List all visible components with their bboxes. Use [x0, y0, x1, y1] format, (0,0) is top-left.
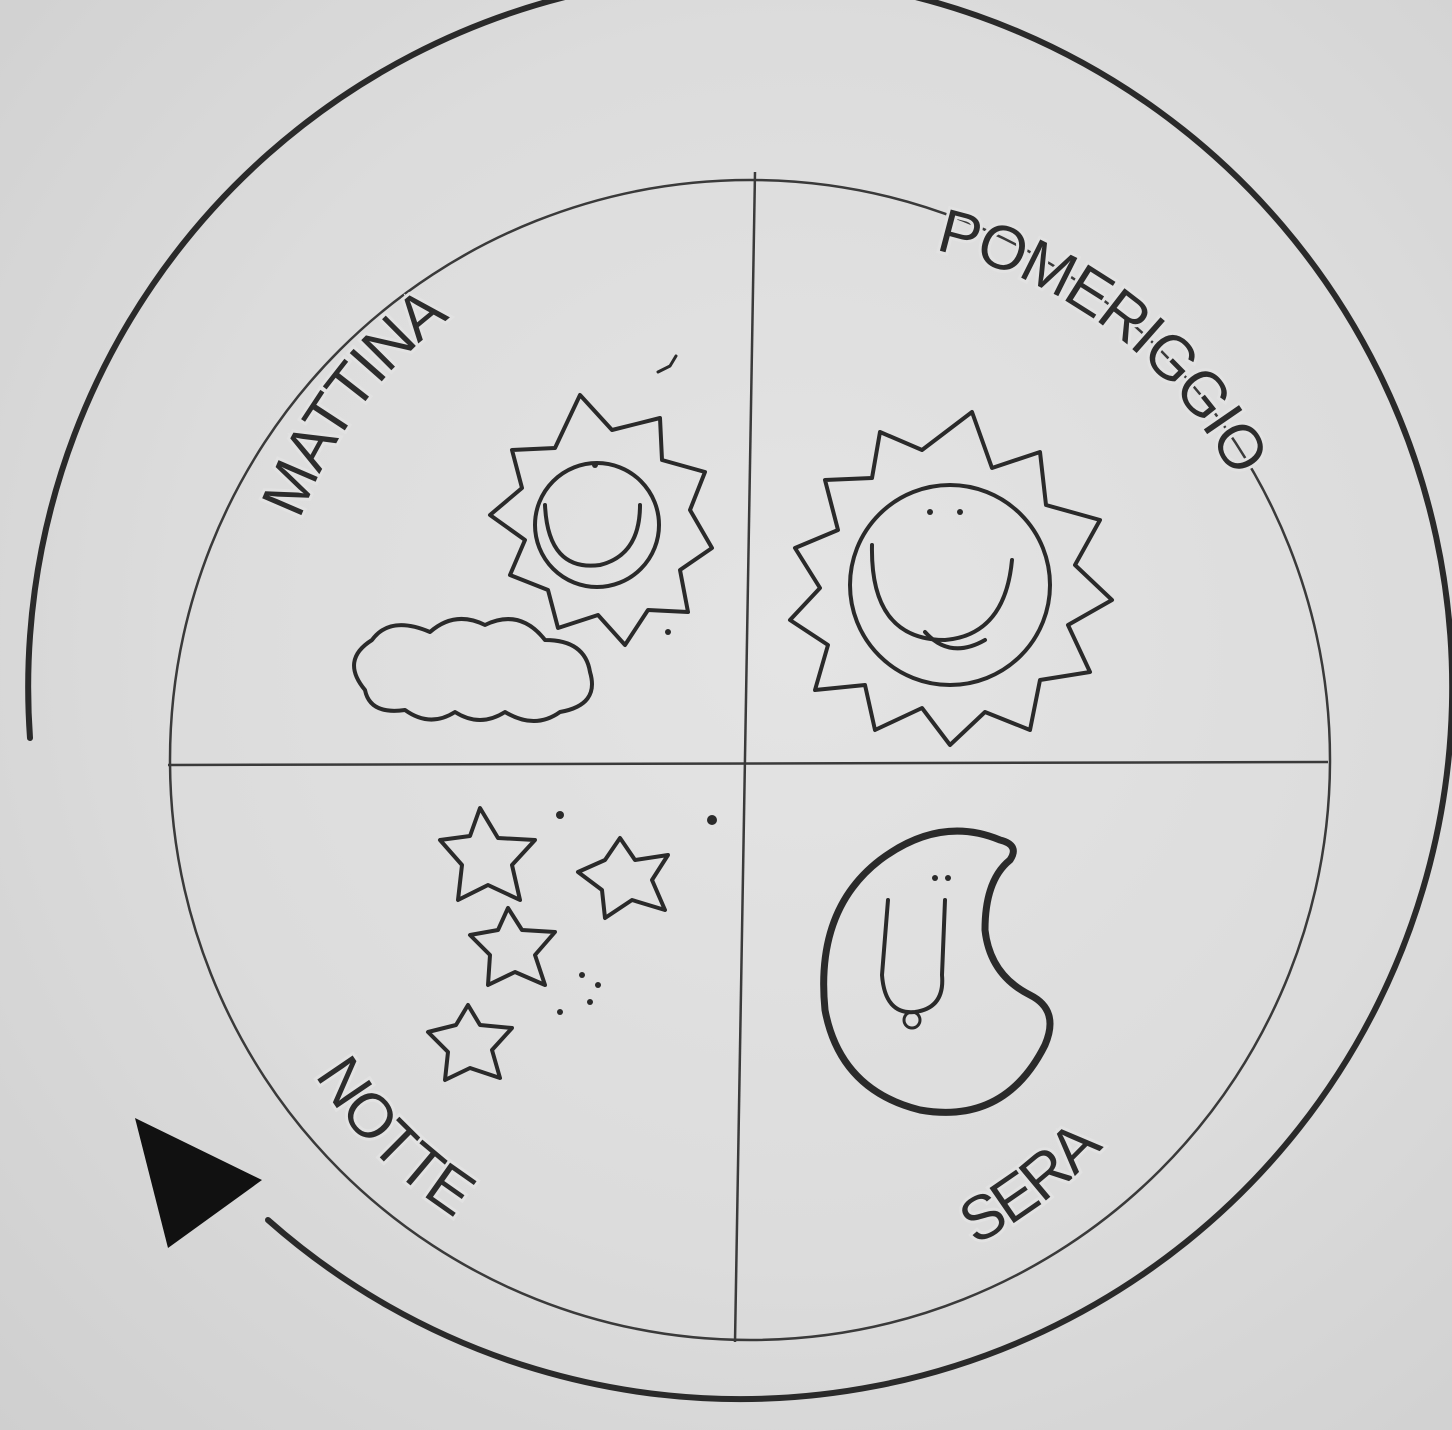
star-4 — [428, 1005, 512, 1080]
crescent-moon — [824, 831, 1050, 1112]
star-2 — [578, 838, 668, 918]
afternoon-sun-face — [850, 485, 1050, 685]
label-sera: SERA — [948, 1108, 1114, 1258]
afternoon-sun-rays — [790, 412, 1112, 745]
moon-icon — [824, 831, 1050, 1112]
star-3 — [470, 908, 555, 985]
star-1 — [440, 808, 535, 900]
vertical-divider — [735, 172, 755, 1342]
cloud-icon — [354, 619, 592, 721]
sun-icon — [790, 412, 1112, 745]
morning-sun-rays — [490, 395, 712, 645]
horizontal-divider — [168, 762, 1328, 765]
morning-sun-face — [535, 463, 659, 587]
label-mattina: MATTINA — [249, 275, 460, 526]
stars-icon — [428, 808, 717, 1080]
sun-cloud-icon — [354, 356, 712, 721]
cycle-arrowhead-icon — [135, 1118, 262, 1248]
